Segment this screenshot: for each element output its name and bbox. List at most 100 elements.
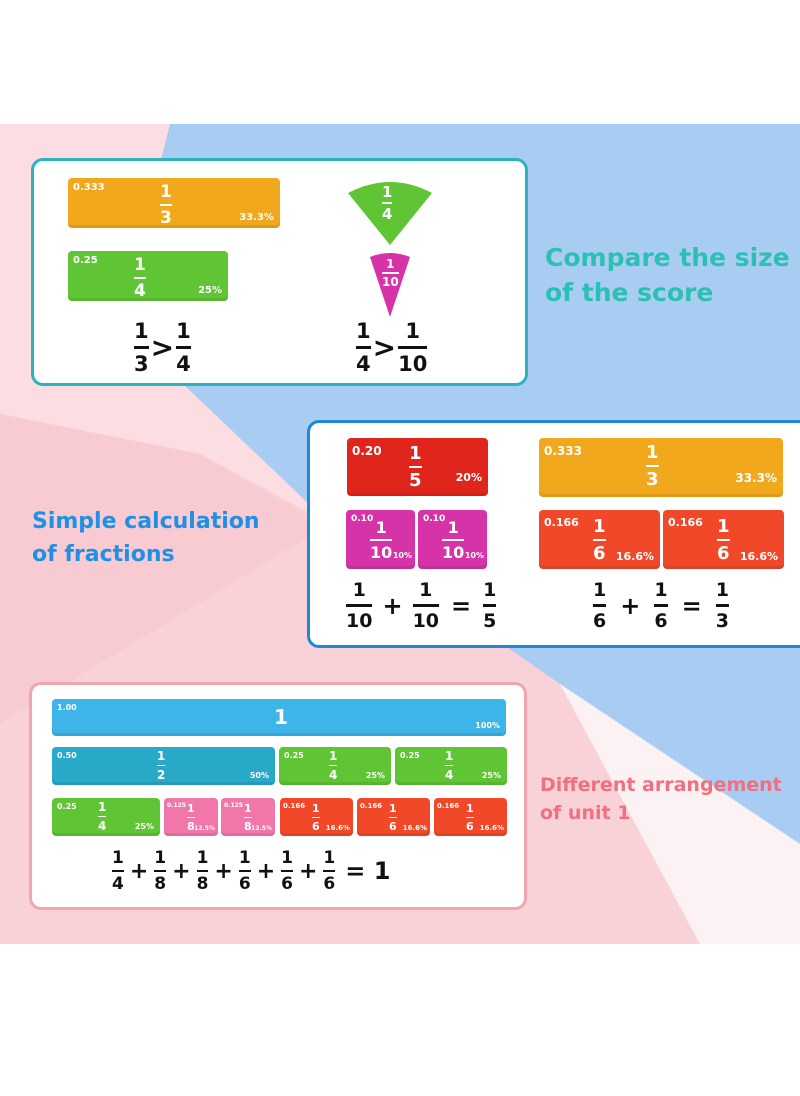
greater-than-sign: > (150, 331, 175, 364)
equals-one: = 1 (345, 857, 391, 885)
decimal-label: 0.166 (544, 516, 579, 529)
percent-label: 33.3% (239, 212, 274, 223)
plus-sign: + (620, 591, 641, 620)
fraction-bar (382, 272, 399, 274)
percent-label: 25% (481, 771, 501, 780)
fraction-label: 1 4 (134, 255, 146, 301)
calculation-heading: Simple calculation of fractions (32, 505, 260, 571)
plus-sign: + (298, 858, 318, 884)
plus-sign: + (129, 858, 149, 884)
third-fraction-tile[interactable]: 0.333 1 3 33.3% (68, 178, 280, 228)
percent-label: 12.5% (194, 825, 215, 832)
denominator: 10 (382, 275, 399, 289)
greater-than-sign: > (372, 331, 397, 364)
percent-label: 16.6% (325, 824, 350, 832)
denominator: 4 (134, 281, 146, 301)
quarter-wedge-shape[interactable] (342, 175, 438, 247)
heading-line-2: of unit 1 (540, 802, 631, 824)
whole-label: 1 (274, 705, 288, 729)
percent-label: 16.6% (615, 550, 654, 563)
quarter-fraction-tile[interactable]: 0.25 1 4 25% (68, 251, 228, 301)
decimal-label: 0.25 (73, 255, 98, 266)
decimal-label: 0.10 (423, 514, 446, 524)
fraction-label: 1 3 (160, 182, 172, 228)
quarter-wedge-label: 1 4 (382, 183, 393, 223)
percent-label: 25% (134, 822, 154, 831)
percent-label: 16.6% (739, 550, 778, 563)
decimal-label: 0.10 (351, 514, 374, 524)
heading-line-2: of fractions (32, 542, 175, 567)
decimal-label: 0.50 (57, 751, 77, 760)
equals-sign: = (451, 591, 472, 620)
percent-label: 16.6% (479, 824, 504, 832)
percent-label: 12.5% (251, 825, 272, 832)
decimal-label: 0.25 (284, 751, 304, 760)
decimal-label: 0.166 (668, 516, 703, 529)
percent-label: 10% (464, 551, 484, 560)
plus-sign: + (214, 858, 233, 884)
compare-panel: 0.333 1 3 33.3% 0.25 1 4 25% 1 4 (31, 158, 528, 386)
tenth-wedge-label: 1 10 (382, 257, 399, 289)
plus-sign: + (172, 858, 191, 884)
percent-label: 33.3% (735, 471, 777, 485)
decimal-label: 0.125 (167, 802, 186, 809)
tenth-wedge-shape[interactable] (367, 251, 413, 319)
heading-line-1: Different arrangement (540, 774, 782, 796)
decimal-label: 0.125 (224, 802, 243, 809)
percent-label: 100% (475, 721, 500, 730)
heading-line-1: Simple calculation (32, 509, 260, 534)
denominator: 4 (382, 205, 393, 223)
heading-line-1: Compare the size (545, 243, 790, 272)
decimal-label: 1.00 (57, 703, 77, 712)
decimal-label: 0.25 (400, 751, 420, 760)
heading-line-2: of the score (545, 278, 714, 307)
percent-label: 50% (249, 771, 269, 780)
whole-unit-tile[interactable]: 1.00 1 100% (52, 699, 506, 736)
decimal-label: 0.166 (283, 802, 306, 810)
compare-heading: Compare the size of the score (545, 240, 790, 310)
decimal-label: 0.333 (544, 444, 582, 458)
percent-label: 25% (365, 771, 385, 780)
plus-sign: + (382, 591, 403, 620)
